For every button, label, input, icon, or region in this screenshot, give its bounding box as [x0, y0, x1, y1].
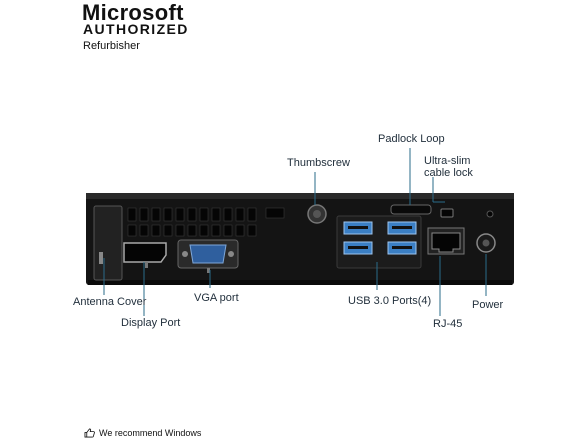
- display-port: [123, 242, 167, 268]
- label-cable-lock: Ultra-slim cable lock: [424, 155, 473, 179]
- cable-lock-slot: [440, 208, 454, 218]
- brand-subtitle: Refurbisher: [83, 40, 140, 52]
- rj45-port: [427, 227, 465, 255]
- leader-lines: [103, 148, 487, 316]
- footer-text: We recommend Windows: [99, 428, 202, 438]
- label-antenna-cover: Antenna Cover: [73, 296, 147, 308]
- thumbscrew: [307, 204, 327, 224]
- label-vga-port: VGA port: [194, 292, 239, 304]
- vga-port: [177, 239, 239, 273]
- brand-name: Microsoft: [82, 0, 184, 25]
- label-padlock-loop: Padlock Loop: [378, 133, 445, 145]
- antenna-cover: [93, 205, 123, 281]
- label-usb-ports: USB 3.0 Ports(4): [348, 295, 432, 307]
- thumbs-up-icon: [84, 428, 95, 438]
- power-button: [476, 210, 496, 253]
- padlock-loop: [390, 204, 432, 215]
- label-cable-lock-line2: cable lock: [424, 167, 473, 179]
- footer-note: We recommend Windows: [84, 428, 201, 438]
- vent-grille: [127, 207, 285, 237]
- label-display-port: Display Port: [121, 317, 181, 329]
- usb-block: [336, 215, 422, 269]
- label-thumbscrew: Thumbscrew: [287, 157, 350, 169]
- label-power: Power: [472, 299, 504, 311]
- brand-authorized: AUTHORIZED: [83, 21, 189, 37]
- label-rj45: RJ-45: [433, 318, 463, 330]
- label-cable-lock-line1: Ultra-slim: [424, 155, 471, 167]
